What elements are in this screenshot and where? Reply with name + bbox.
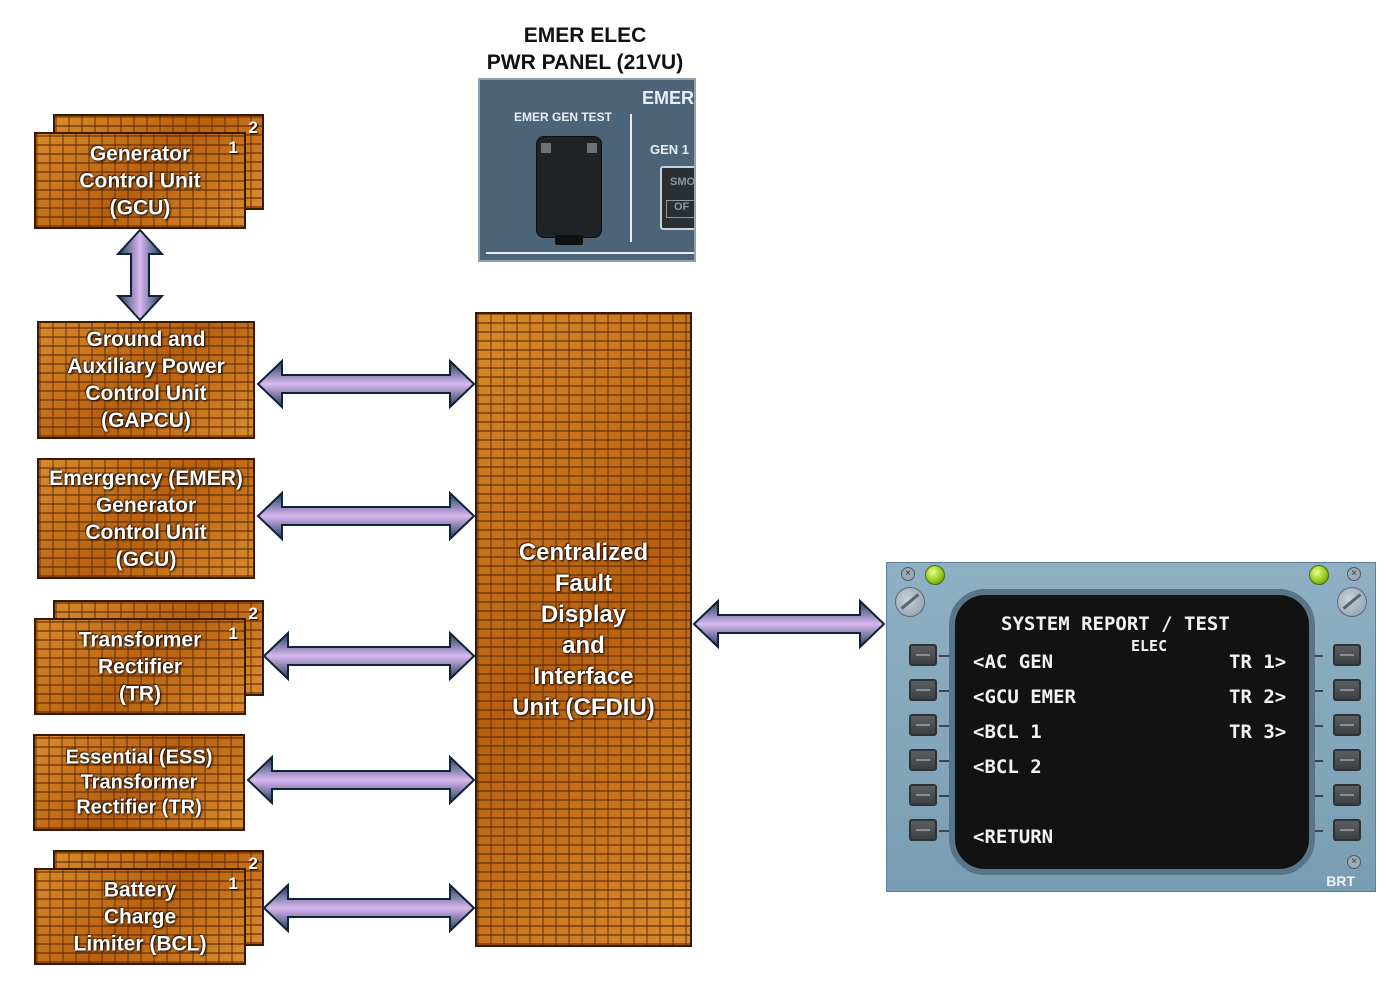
lsk-5l[interactable]	[909, 784, 937, 806]
lsk-3l[interactable]	[909, 714, 937, 736]
mcdu-screen: SYSTEM REPORT / TEST ELEC <AC GEN <GCU E…	[949, 589, 1315, 875]
lsk-tick	[1313, 760, 1323, 762]
lsk-tick	[939, 760, 949, 762]
tr-cfdiu-arrow	[262, 630, 476, 682]
screw-icon: ×	[1347, 567, 1361, 581]
smo-label: SMO	[670, 176, 696, 188]
mcdu-right-3[interactable]: TR 3>	[1229, 721, 1287, 743]
tr-number-1: 1	[228, 624, 238, 643]
tr-label: Transformer Rectifier (TR)	[78, 628, 202, 705]
lsk-tick	[939, 655, 949, 657]
gen1-label: GEN 1	[650, 142, 690, 157]
right-annunciator-light-icon	[1309, 565, 1329, 585]
lsk-tick	[939, 725, 949, 727]
panel-divider	[630, 114, 632, 242]
bright-knob-right-icon[interactable]	[1337, 587, 1367, 617]
gcu-number-1: 1	[228, 138, 238, 157]
mcdu-right-1[interactable]: TR 1>	[1229, 651, 1287, 673]
brt-label: BRT	[1326, 873, 1355, 889]
gapcu-label: Ground and Auxiliary Power Control Unit …	[67, 328, 225, 432]
lsk-tick	[939, 830, 949, 832]
emer-label: EMER	[642, 88, 695, 108]
switch-guard-left-icon	[541, 143, 551, 153]
switch-base-icon	[555, 235, 583, 245]
mcdu-left-3[interactable]: <BCL 1	[973, 721, 1042, 743]
emer-gcu-label: Emergency (EMER) Generator Control Unit …	[49, 466, 243, 571]
lsk-tick	[1313, 830, 1323, 832]
gapcu-box: Ground and Auxiliary Power Control Unit …	[37, 321, 255, 439]
lsk-1r[interactable]	[1333, 644, 1361, 666]
lsk-tick	[1313, 655, 1323, 657]
cfdiu-mcdu-arrow	[692, 598, 886, 650]
cfdiu-box: Centralized Fault Display and Interface …	[475, 312, 692, 947]
bcl-cfdiu-arrow	[262, 882, 476, 934]
mcdu: × × × SYSTEM REPORT / TEST ELEC <AC GEN …	[886, 562, 1376, 892]
gcu-number-2: 2	[248, 118, 258, 137]
emer-gen-test-switch[interactable]	[536, 136, 602, 245]
left-annunciator-light-icon	[925, 565, 945, 585]
gapcu-cfdiu-arrow	[256, 358, 476, 410]
emer-gcu-cfdiu-arrow	[256, 490, 476, 542]
tr-box: 1 Transformer Rectifier (TR)	[34, 618, 246, 715]
gcu-box: 1 Generator Control Unit (GCU)	[34, 132, 246, 229]
lsk-2l[interactable]	[909, 679, 937, 701]
bcl-box: 1 Battery Charge Limiter (BCL)	[34, 868, 246, 965]
mcdu-right-2[interactable]: TR 2>	[1229, 686, 1287, 708]
emer-elec-pwr-panel: EMER EMER GEN TEST GEN 1 SMO OF	[478, 78, 696, 262]
lsk-4r[interactable]	[1333, 749, 1361, 771]
screw-icon: ×	[901, 567, 915, 581]
gcu-gapcu-arrow	[115, 228, 165, 322]
lsk-5r[interactable]	[1333, 784, 1361, 806]
screw-icon: ×	[1347, 855, 1361, 869]
cfdiu-label: Centralized Fault Display and Interface …	[512, 538, 655, 721]
mcdu-left-2[interactable]: <GCU EMER	[973, 686, 1076, 708]
mcdu-left-1[interactable]: <AC GEN	[973, 651, 1054, 673]
ess-tr-label: Essential (ESS) Transformer Rectifier (T…	[65, 746, 213, 818]
lsk-3r[interactable]	[1333, 714, 1361, 736]
ess-tr-cfdiu-arrow	[246, 754, 476, 806]
switch-guard-right-icon	[587, 143, 597, 153]
lsk-tick	[939, 795, 949, 797]
of-label: OF	[674, 201, 690, 213]
mcdu-title: SYSTEM REPORT / TEST	[1001, 613, 1230, 635]
mcdu-left-6[interactable]: <RETURN	[973, 826, 1054, 848]
emer-elec-panel-title: EMER ELEC PWR PANEL (21VU)	[486, 24, 684, 74]
lsk-tick	[1313, 795, 1323, 797]
bcl-label: Battery Charge Limiter (BCL)	[73, 878, 207, 955]
bcl-number-2: 2	[248, 854, 258, 873]
gen1-pushbutton[interactable]: SMO OF	[660, 166, 696, 230]
tr-number-2: 2	[248, 604, 258, 623]
bcl-number-1: 1	[228, 874, 238, 893]
emer-gcu-box: Emergency (EMER) Generator Control Unit …	[37, 458, 255, 579]
lsk-tick	[939, 690, 949, 692]
lsk-1l[interactable]	[909, 644, 937, 666]
lsk-tick	[1313, 690, 1323, 692]
lsk-6r[interactable]	[1333, 819, 1361, 841]
gcu-label: Generator Control Unit (GCU)	[79, 142, 201, 219]
ess-tr-box: Essential (ESS) Transformer Rectifier (T…	[33, 734, 245, 831]
panel-bottom-line	[486, 252, 694, 254]
mcdu-subtitle: ELEC	[1131, 637, 1168, 655]
lsk-4l[interactable]	[909, 749, 937, 771]
lsk-tick	[1313, 725, 1323, 727]
bright-knob-left-icon[interactable]	[895, 587, 925, 617]
of-legend	[666, 200, 694, 218]
lsk-6l[interactable]	[909, 819, 937, 841]
lsk-2r[interactable]	[1333, 679, 1361, 701]
mcdu-left-4[interactable]: <BCL 2	[973, 756, 1042, 778]
emer-gen-test-label: EMER GEN TEST	[514, 110, 613, 124]
